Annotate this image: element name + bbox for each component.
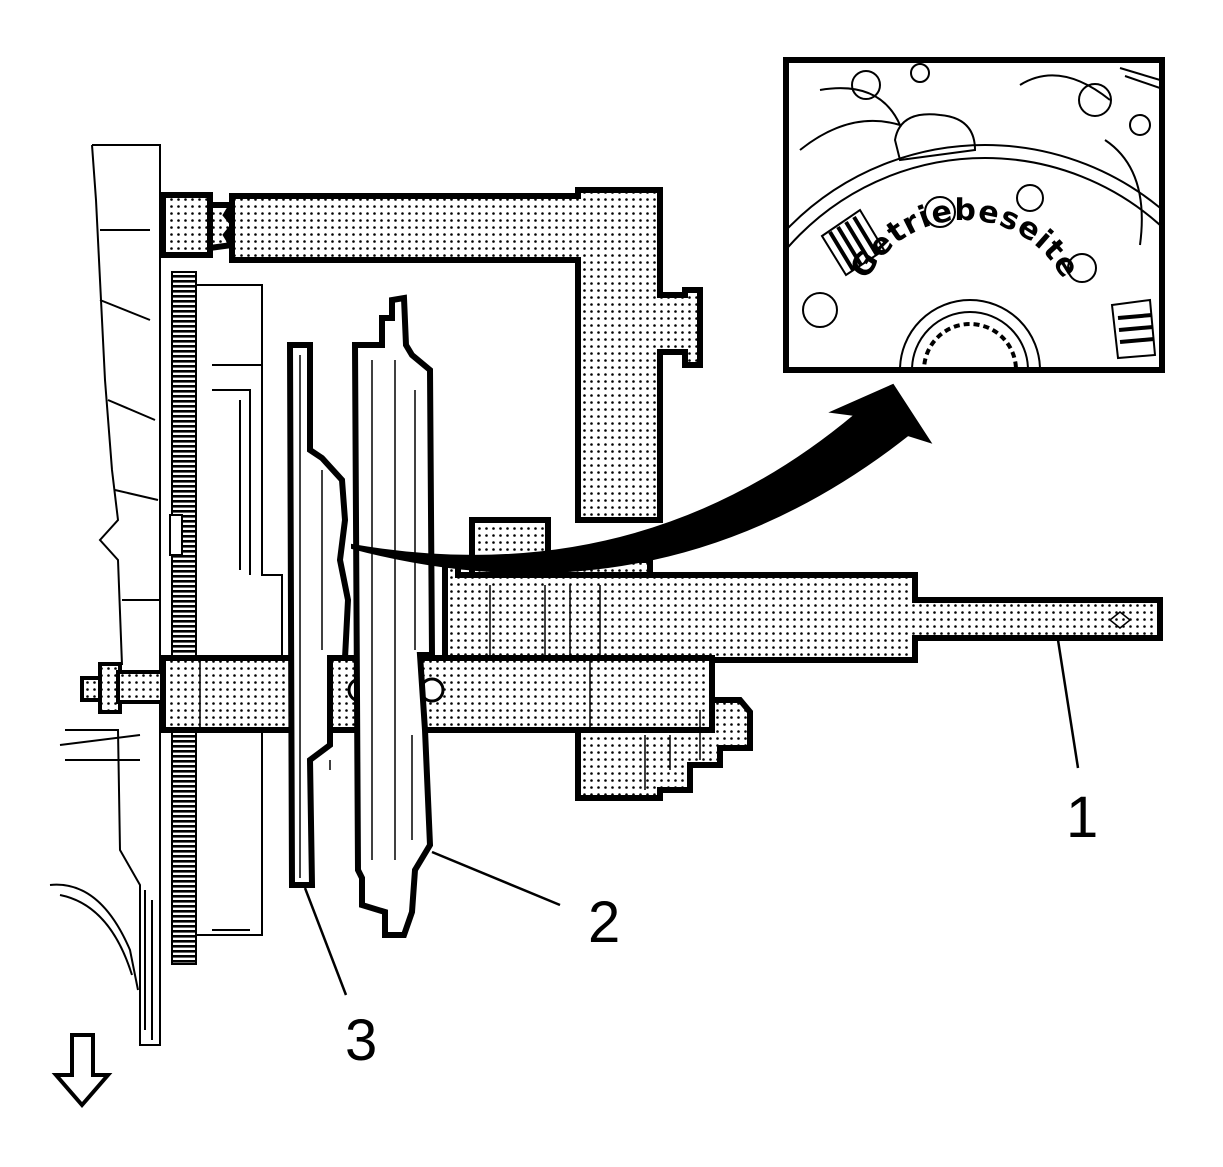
leader-line-2 <box>431 850 561 907</box>
callout-3: 3 <box>345 1008 377 1073</box>
clutch-disc <box>351 294 436 938</box>
curved-arrow-icon <box>351 383 933 574</box>
callout-2: 2 <box>588 890 620 955</box>
leader-lines <box>303 639 1080 996</box>
detail-inset: Getriebeseite <box>783 57 1165 373</box>
down-arrow-icon <box>51 1033 113 1109</box>
flywheel-ring-gear <box>171 271 197 965</box>
engine-block <box>49 144 161 1046</box>
leader-line-1 <box>1056 639 1080 769</box>
pressure-plate <box>286 342 352 888</box>
damper-spring-right <box>1110 298 1157 360</box>
damper-spring <box>820 208 886 277</box>
callout-1: 1 <box>1066 785 1098 850</box>
flywheel <box>169 284 283 936</box>
disc-outer-ring <box>789 144 1159 229</box>
pilot-bolt <box>80 662 166 714</box>
leader-line-3 <box>303 887 348 996</box>
